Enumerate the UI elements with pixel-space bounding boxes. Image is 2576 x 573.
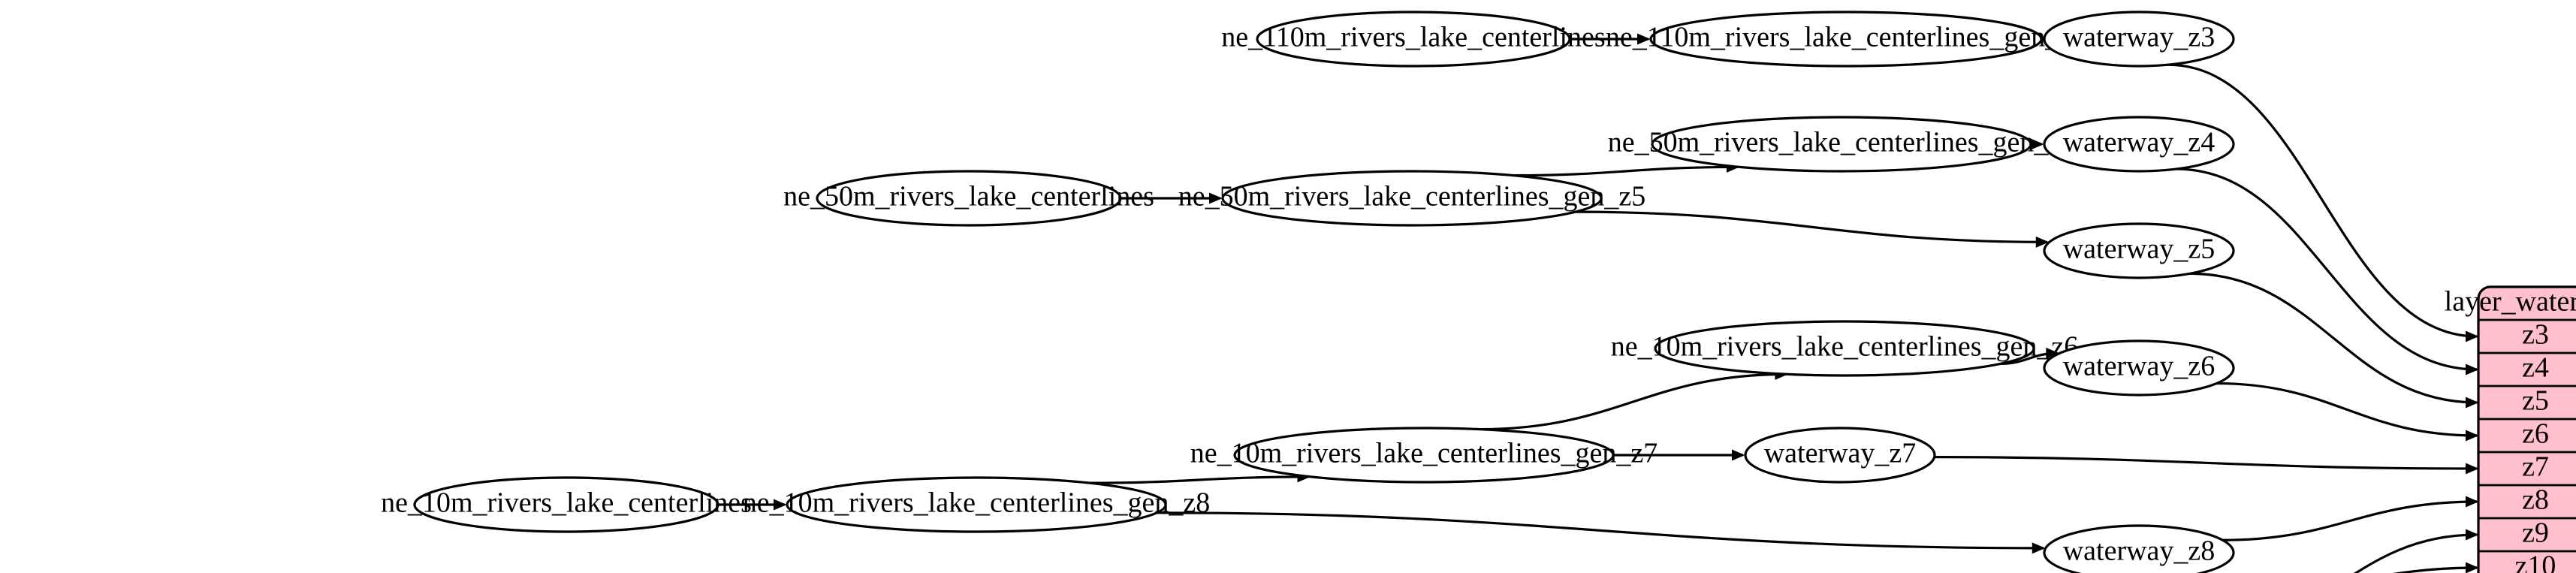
node-ne_50m_rivers_lake_centerlines_gen_z5[interactable]: ne_50m_rivers_lake_centerlines_gen_z5: [1178, 170, 1646, 227]
node-shape: [1221, 170, 1603, 227]
node-label-waterway_z4: waterway_z4: [2063, 127, 2216, 158]
node-ne_110m_rivers_lake_centerlines[interactable]: ne_110m_rivers_lake_centerlines: [1221, 11, 1606, 68]
edge-waterway_z9-to-layer_waterway-z9: [2353, 533, 2478, 573]
node-label-waterway_z8: waterway_z8: [2063, 535, 2216, 567]
node-waterway_z4[interactable]: waterway_z4: [2043, 116, 2235, 173]
node-shape: [1649, 11, 2043, 68]
record-row-z8[interactable]: z8: [2522, 484, 2549, 516]
node-shape: [1654, 320, 2035, 377]
edge-waterway_z8-to-layer_waterway-z8: [2222, 500, 2478, 541]
edge-ne_10m_rivers_lake_centerlines_gen_z8-to-waterway_z8: [1157, 511, 2044, 550]
edge-ne_50m_rivers_lake_centerlines_gen_z5-to-waterway_z5: [1575, 210, 2047, 243]
node-waterway_z8[interactable]: waterway_z8: [2043, 524, 2235, 573]
edge-waterway_z5-to-layer_waterway-z5: [2189, 272, 2478, 404]
node-shape: [786, 476, 1167, 533]
record-row-z9[interactable]: z9: [2522, 517, 2549, 549]
edge-arrowhead: [2466, 430, 2479, 442]
node-ne_10m_rivers_lake_centerlines[interactable]: ne_10m_rivers_lake_centerlines: [381, 476, 752, 533]
node-label-ne_50m_rivers_lake_centerlines: ne_50m_rivers_lake_centerlines: [783, 181, 1154, 213]
node-shape: [1651, 116, 2032, 173]
node-label-waterway_z7: waterway_z7: [1764, 438, 1917, 469]
edge-arrowhead: [2046, 347, 2059, 359]
edge-ne_50m_rivers_lake_centerlines_gen_z5-to-ne_50m_rivers_lake_centerlines_gen_z4: [1513, 165, 1738, 177]
edge-arrowhead: [2466, 496, 2479, 508]
node-ne_10m_rivers_lake_centerlines_gen_z7[interactable]: ne_10m_rivers_lake_centerlines_gen_z7: [1190, 427, 1658, 484]
edge-arrowhead: [774, 499, 787, 511]
node-label-ne_10m_rivers_lake_centerlines_gen_z7: ne_10m_rivers_lake_centerlines_gen_z7: [1190, 438, 1658, 469]
node-label-ne_10m_rivers_lake_centerlines_gen_z8: ne_10m_rivers_lake_centerlines_gen_z8: [743, 487, 1211, 519]
edges-layer: [718, 33, 2479, 573]
record-row-z7[interactable]: z7: [2522, 451, 2549, 483]
node-ne_50m_rivers_lake_centerlines[interactable]: ne_50m_rivers_lake_centerlines: [783, 170, 1154, 227]
node-waterway_z6[interactable]: waterway_z6: [2043, 339, 2235, 397]
edge-arrowhead: [2032, 542, 2046, 554]
node-label-waterway_z3: waterway_z3: [2063, 22, 2216, 53]
record-row-z6[interactable]: z6: [2522, 418, 2549, 450]
edge-waterway_z7-to-layer_waterway-z7: [1934, 456, 2478, 470]
node-label-waterway_z6: waterway_z6: [2063, 351, 2216, 382]
edge-arrowhead: [2466, 529, 2479, 541]
node-label-ne_10m_rivers_lake_centerlines_gen_z6: ne_10m_rivers_lake_centerlines_gen_z6: [1611, 331, 2079, 363]
node-label-ne_110m_rivers_lake_centerlines: ne_110m_rivers_lake_centerlines: [1221, 22, 1605, 53]
node-shape: [1744, 427, 1936, 484]
edge-ne_10m_rivers_lake_centerlines_gen_z7-to-ne_10m_rivers_lake_centerlines_gen_z6: [1480, 372, 1787, 431]
node-shape: [2043, 222, 2235, 279]
edge-arrowhead: [2466, 330, 2479, 342]
record-row-z4[interactable]: z4: [2522, 352, 2549, 384]
node-shape: [1233, 427, 1615, 484]
node-shape: [2043, 11, 2235, 68]
node-label-ne_10m_rivers_lake_centerlines: ne_10m_rivers_lake_centerlines: [381, 487, 752, 519]
record-row-z10[interactable]: z10: [2515, 550, 2556, 573]
edge-arrowhead: [2466, 363, 2479, 375]
edge-ne_10m_rivers_lake_centerlines_gen_z8-to-ne_10m_rivers_lake_centerlines_gen_z7: [1089, 475, 1309, 484]
edge-waterway_z4-to-layer_waterway-z4: [2176, 167, 2478, 371]
node-label-waterway_z5: waterway_z5: [2063, 234, 2216, 265]
node-ne_10m_rivers_lake_centerlines_gen_z8[interactable]: ne_10m_rivers_lake_centerlines_gen_z8: [743, 476, 1211, 533]
node-shape: [2043, 339, 2235, 397]
edge-waterway_z6-to-layer_waterway-z6: [2216, 381, 2478, 437]
node-ne_10m_rivers_lake_centerlines_gen_z6[interactable]: ne_10m_rivers_lake_centerlines_gen_z6: [1611, 320, 2079, 377]
node-waterway_z5[interactable]: waterway_z5: [2043, 222, 2235, 279]
node-shape: [413, 476, 719, 533]
node-label-ne_110m_rivers_lake_centerlines_gen_z3: ne_110m_rivers_lake_centerlines_gen_z3: [1606, 22, 2086, 53]
node-label-ne_50m_rivers_lake_centerlines_gen_z5: ne_50m_rivers_lake_centerlines_gen_z5: [1178, 181, 1646, 213]
edge-arrowhead: [1637, 33, 1651, 45]
record-row-z5[interactable]: z5: [2522, 385, 2549, 417]
node-waterway_z3[interactable]: waterway_z3: [2043, 11, 2235, 68]
node-shape: [2043, 524, 2235, 573]
layer-waterway-record: layer_waterwayz3z4z5z6z7z8z9z10z11z12z13…: [2445, 285, 2576, 573]
node-label-ne_50m_rivers_lake_centerlines_gen_z4: ne_50m_rivers_lake_centerlines_gen_z4: [1608, 127, 2076, 158]
edge-arrowhead: [2466, 562, 2479, 573]
node-shape: [1256, 11, 1571, 68]
edge-arrowhead: [2466, 463, 2479, 475]
record-row-z3[interactable]: z3: [2522, 319, 2549, 351]
edge-arrowhead: [2035, 236, 2050, 248]
edge-waterway_z3-to-layer_waterway-z3: [2168, 63, 2478, 338]
edge-arrowhead: [1732, 449, 1745, 461]
node-shape: [816, 170, 1122, 227]
edge-arrowhead: [2466, 397, 2479, 409]
nodes-layer: imposm3osm_waterway_linestringosm_import…: [381, 11, 2235, 573]
edge-arrowhead: [1209, 192, 1223, 204]
node-waterway_z7[interactable]: waterway_z7: [1744, 427, 1936, 484]
node-ne_50m_rivers_lake_centerlines_gen_z4[interactable]: ne_50m_rivers_lake_centerlines_gen_z4: [1608, 116, 2076, 173]
record-outline: [2477, 285, 2576, 573]
node-ne_110m_rivers_lake_centerlines_gen_z3[interactable]: ne_110m_rivers_lake_centerlines_gen_z3: [1606, 11, 2086, 68]
node-shape: [2043, 116, 2235, 173]
record-header-label: layer_waterway: [2445, 286, 2576, 318]
